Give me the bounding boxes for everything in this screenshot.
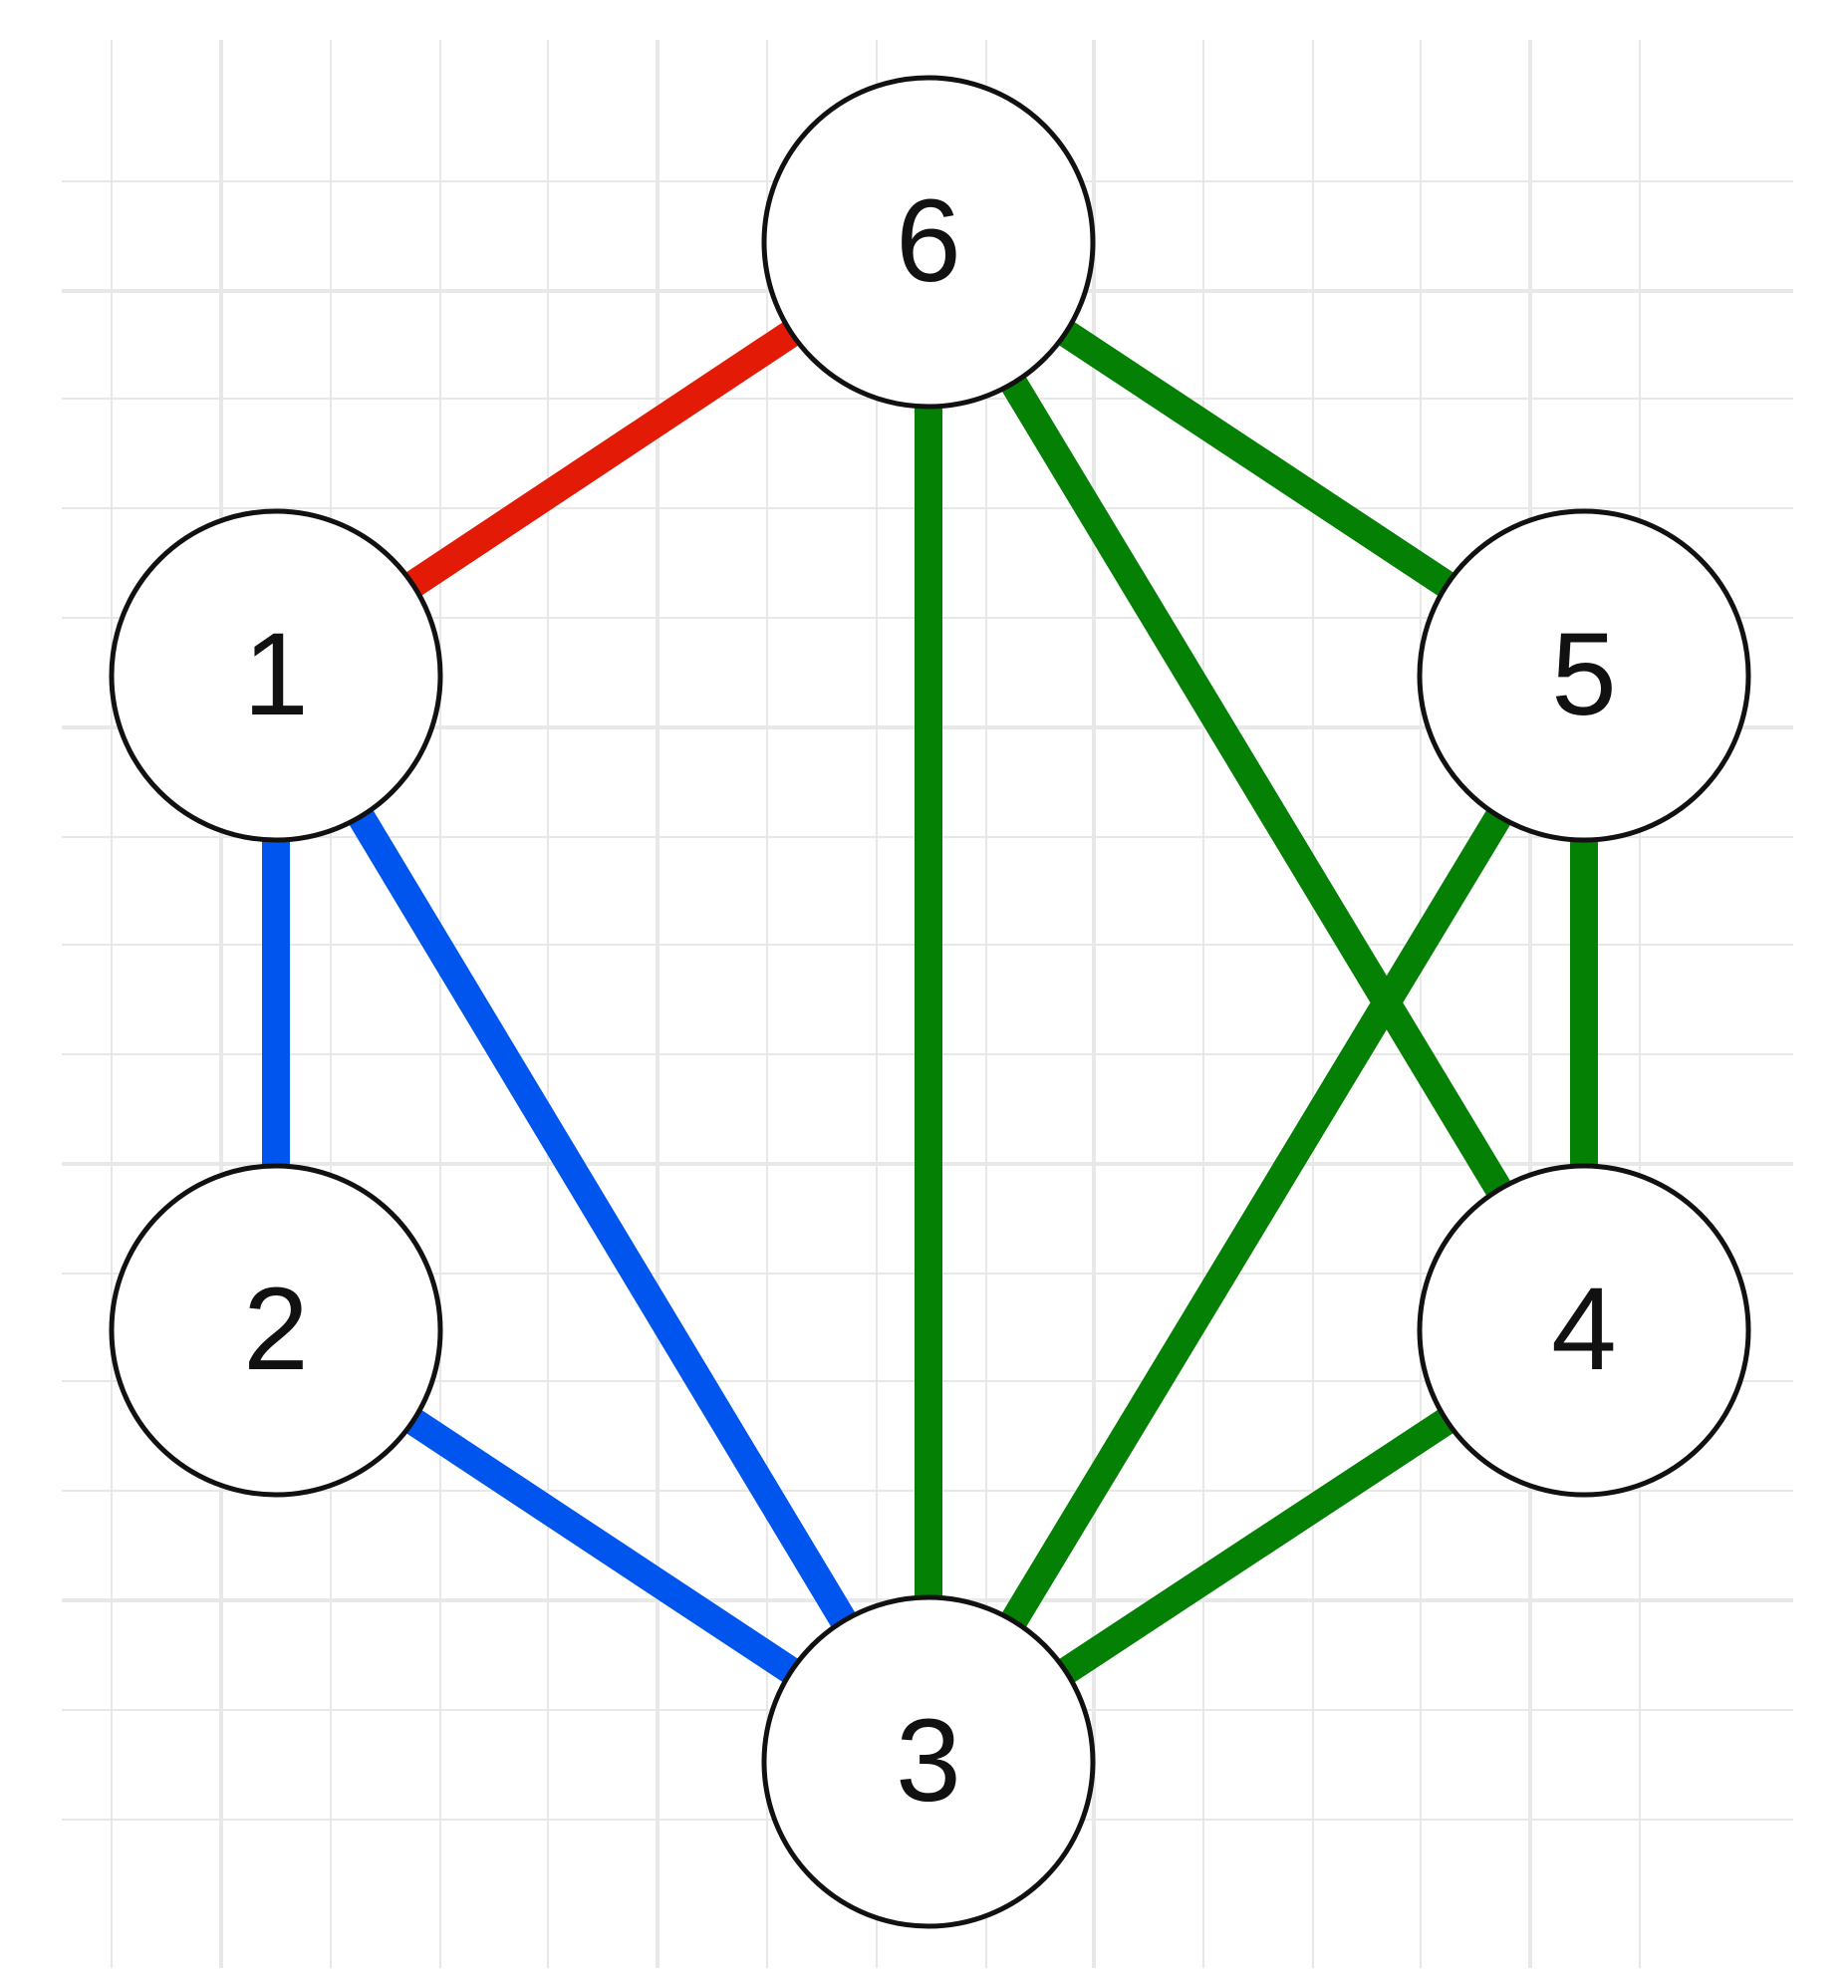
edge-1-3: [263, 668, 941, 1770]
node-1: 1: [109, 508, 443, 843]
node-circle: [761, 75, 1096, 410]
node-4: 4: [1417, 1163, 1751, 1498]
edge-6-4: [917, 234, 1596, 1338]
node-circle: [109, 1163, 443, 1498]
node-circle: [1417, 1163, 1751, 1498]
node-label: 1: [243, 609, 309, 740]
node-circle: [1417, 508, 1751, 843]
node-label: 6: [896, 175, 961, 307]
node-5: 5: [1417, 508, 1751, 843]
nodes-layer: 6 1 5 2 4 3: [109, 75, 1751, 1929]
node-3: 3: [761, 1594, 1096, 1929]
node-label: 2: [243, 1264, 309, 1395]
edge-5-3: [917, 668, 1596, 1770]
node-circle: [761, 1594, 1096, 1929]
node-circle: [109, 508, 443, 843]
node-label: 3: [896, 1695, 961, 1827]
node-2: 2: [109, 1163, 443, 1498]
edges-layer: [262, 230, 1598, 1774]
node-label: 4: [1551, 1264, 1617, 1395]
node-label: 5: [1551, 609, 1617, 740]
node-6: 6: [761, 75, 1096, 410]
